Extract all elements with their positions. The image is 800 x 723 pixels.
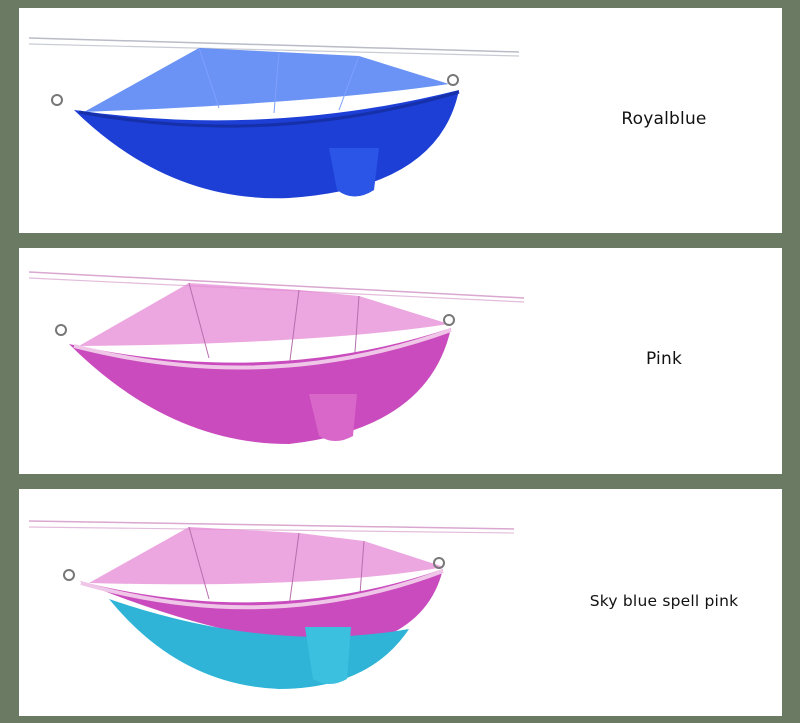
variant-panel-sky-blue-spell-pink: Sky blue spell pink [19, 489, 782, 716]
hammock-image-pink [28, 271, 525, 444]
variant-panel-pink: Pink [19, 248, 782, 474]
variant-panel-royalblue: Royalblue [19, 8, 782, 233]
variant-label: Royalblue [621, 109, 707, 129]
hammock-image-royalblue [28, 37, 520, 199]
hammock-image-sky-blue-spell-pink [28, 520, 515, 689]
variant-label: Sky blue spell pink [589, 592, 739, 610]
variant-label: Pink [645, 349, 683, 369]
